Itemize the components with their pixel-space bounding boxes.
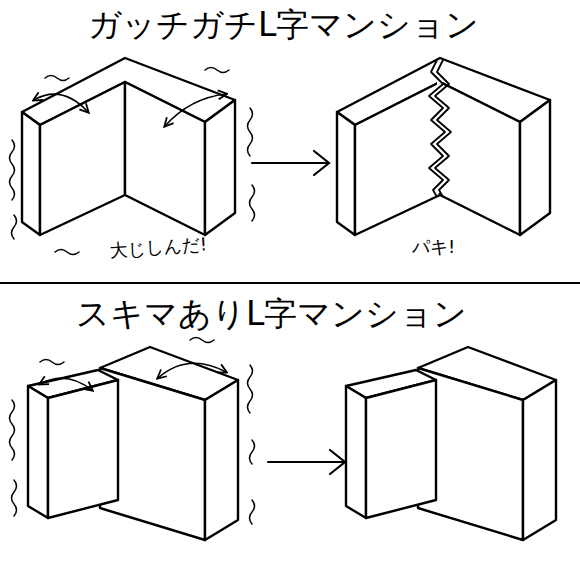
sway-arrows	[40, 363, 226, 390]
section-heading: スキマありL字マンション	[76, 295, 467, 333]
cracked-building	[337, 58, 550, 235]
result-arrow	[268, 450, 345, 474]
l-building	[22, 58, 235, 235]
title-heading: ガッチガチL字マンション	[88, 6, 479, 44]
result-arrow	[252, 151, 329, 175]
crack-line	[429, 60, 451, 197]
shake-lines	[10, 338, 255, 525]
divider-line	[0, 282, 580, 284]
gap-buildings	[28, 347, 238, 540]
exclamation-label: 大じしんだ!	[109, 234, 207, 261]
shake-lines	[10, 68, 255, 255]
gap-buildings-after	[346, 347, 556, 540]
sound-label: パキ!	[412, 237, 455, 258]
sway-arrows	[34, 94, 226, 126]
